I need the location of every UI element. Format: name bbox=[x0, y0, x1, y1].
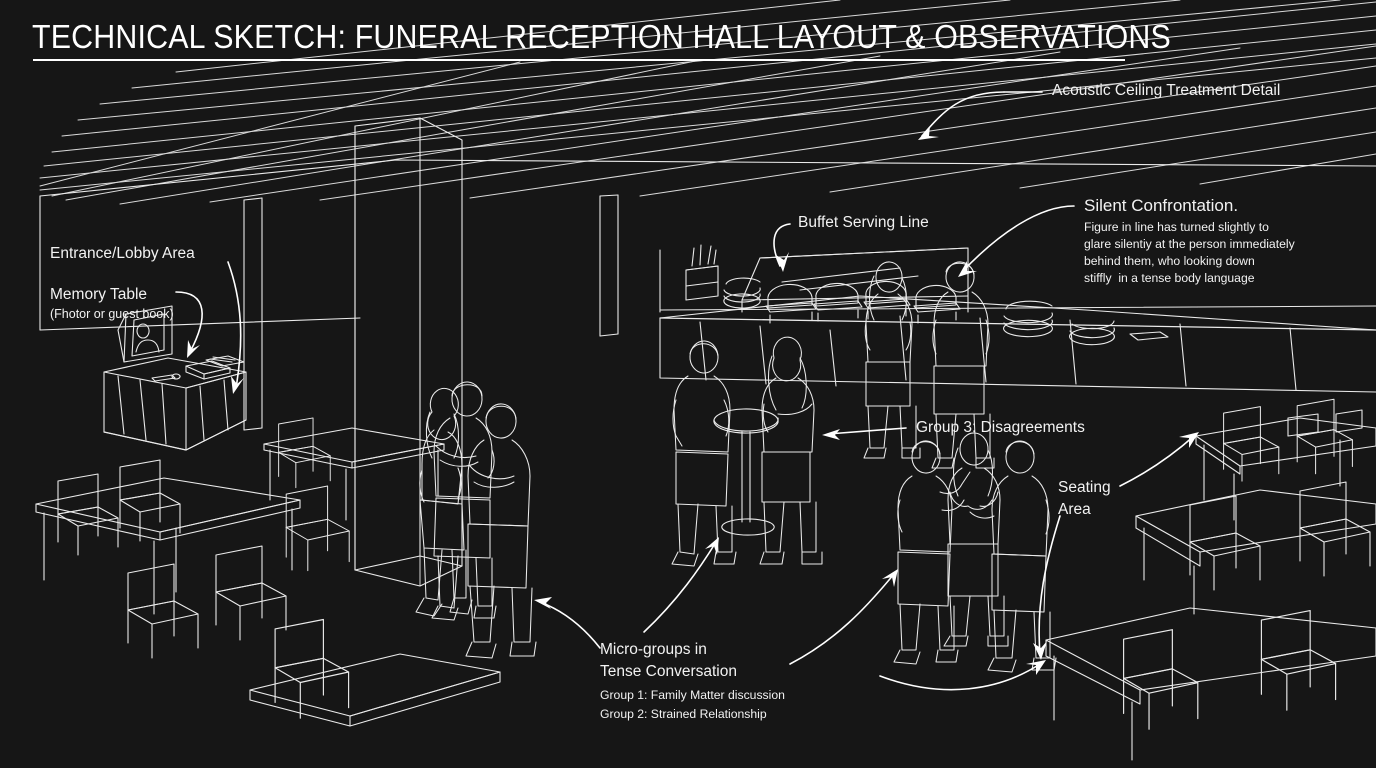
label-group-2: Group 2: Strained Relationship bbox=[600, 707, 767, 721]
leader-microgroups-c bbox=[789, 573, 895, 665]
memory-table bbox=[103, 305, 247, 451]
chafing-dishes bbox=[765, 280, 961, 324]
confrontation-line-4: stiffly in a tense body language bbox=[1084, 271, 1255, 285]
cocktail-table bbox=[713, 408, 779, 536]
leader-microgroups-b bbox=[643, 541, 717, 633]
leader-buffet bbox=[773, 223, 791, 267]
arrowhead-buffet bbox=[776, 252, 789, 272]
label-seating-line-2: Area bbox=[1058, 501, 1091, 518]
arrowhead-ceiling bbox=[918, 126, 939, 140]
figure-group-3 bbox=[893, 432, 1057, 673]
wall-structure bbox=[39, 159, 1376, 431]
leader-memory-table bbox=[175, 291, 203, 353]
label-group-1: Group 1: Family Matter discussion bbox=[600, 688, 785, 702]
label-acoustic-ceiling: Acoustic Ceiling Treatment Detail bbox=[1052, 82, 1281, 99]
leader-confrontation bbox=[961, 205, 1075, 273]
leader-group3 bbox=[827, 427, 907, 435]
arrowhead-microgroups-d bbox=[1026, 660, 1046, 675]
leader-seating-lower bbox=[1038, 515, 1061, 655]
leader-seating-upper bbox=[1119, 435, 1195, 487]
arrowhead-memory-table bbox=[187, 340, 200, 358]
label-seating-line-1: Seating bbox=[1058, 479, 1111, 496]
confrontation-line-1: Figure in line has turned slightly to bbox=[1084, 220, 1269, 234]
confrontation-line-3: behind them, who looking down bbox=[1084, 254, 1255, 268]
figure-group-2 bbox=[671, 336, 823, 567]
arrowhead-group3 bbox=[822, 429, 840, 440]
arrowhead-microgroups-a bbox=[534, 597, 552, 609]
leader-microgroups-d bbox=[879, 663, 1041, 691]
label-memory-table: Memory Table bbox=[50, 286, 148, 303]
arrowhead-confrontation bbox=[958, 261, 977, 277]
label-entrance-lobby: Entrance/Lobby Area bbox=[50, 245, 195, 262]
label-silent-confrontation: Silent Confrontation. bbox=[1084, 196, 1239, 215]
figure-group-buffet bbox=[863, 261, 995, 469]
leader-lines bbox=[175, 91, 1199, 691]
structural-column bbox=[354, 117, 463, 587]
page-title: TECHNICAL SKETCH: FUNERAL RECEPTION HALL… bbox=[32, 18, 1171, 55]
arrowhead-microgroups-c bbox=[882, 569, 898, 587]
arrowhead-seating-lower bbox=[1033, 641, 1047, 660]
table-foreground bbox=[249, 653, 501, 717]
portrait-frame bbox=[123, 305, 173, 363]
label-microgroups-line-1: Micro-groups in bbox=[600, 641, 707, 658]
arrowhead-entrance bbox=[231, 376, 244, 394]
label-group-3: Group 3: Disagreements bbox=[916, 419, 1085, 436]
figure-group-1 bbox=[415, 381, 537, 659]
arrowhead-seating-upper bbox=[1179, 432, 1199, 448]
label-buffet-serving-line: Buffet Serving Line bbox=[798, 214, 929, 231]
leader-microgroups-a bbox=[539, 601, 601, 649]
seating-area-right bbox=[1045, 398, 1376, 761]
seating-area-left bbox=[35, 417, 501, 727]
label-memory-table-sub: (Fhotor or guest book) bbox=[50, 307, 174, 321]
label-microgroups-line-2: Tense Conversation bbox=[600, 663, 737, 680]
confrontation-line-2: glare silentiy at the person immediately bbox=[1084, 237, 1295, 251]
arrowhead-microgroups-b bbox=[705, 537, 719, 555]
leader-entrance bbox=[227, 261, 242, 389]
title-underline bbox=[33, 59, 1125, 61]
buffet-serving-line bbox=[659, 244, 1376, 393]
